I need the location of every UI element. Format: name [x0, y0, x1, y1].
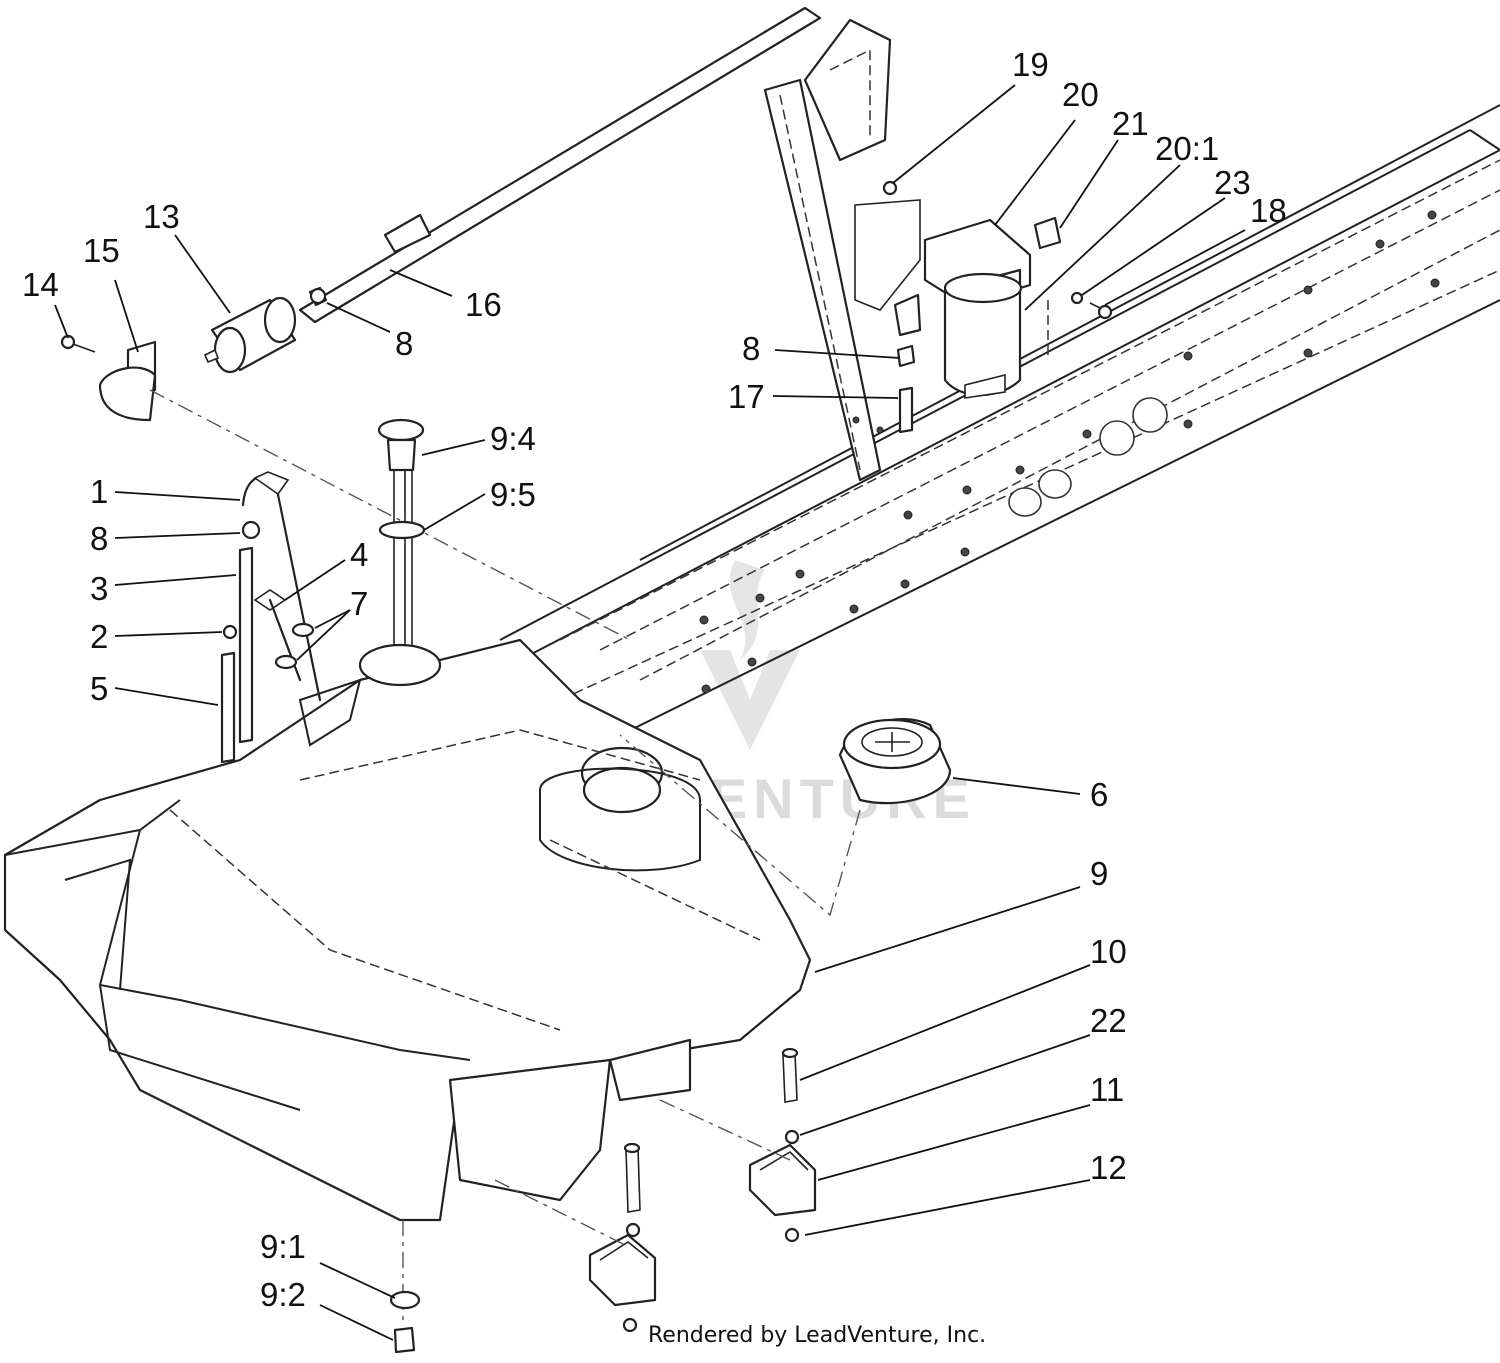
- clamp-8b: [241, 520, 261, 540]
- callout-7: 7: [350, 585, 368, 622]
- callout-21: 21: [1112, 105, 1149, 142]
- upright-bracket: [763, 18, 921, 482]
- callout-labels: 14 15 13 16 8 19 20 21 20:1 23 18 8 17 9…: [22, 46, 1287, 1313]
- callout-9-2: 9:2: [260, 1276, 306, 1313]
- fuel-filter-assembly: [882, 180, 1113, 434]
- callout-20: 20: [1062, 76, 1099, 113]
- grommet-7b: [274, 654, 298, 670]
- callout-9: 9: [1090, 855, 1108, 892]
- connector: [383, 213, 432, 254]
- grommet-7a: [291, 622, 315, 638]
- hose-3: [238, 546, 254, 744]
- callout-9-5: 9:5: [490, 476, 536, 513]
- seal-9-5: [378, 520, 426, 540]
- hose-5: [220, 651, 236, 764]
- callout-20-1: 20:1: [1155, 130, 1219, 167]
- nut-19: [882, 180, 898, 196]
- drain-parts: [389, 1220, 421, 1354]
- callout-8-filter: 8: [742, 330, 760, 367]
- leader-lines: [54, 84, 1246, 1341]
- washer-22: [784, 1129, 800, 1145]
- tank-lines: [220, 471, 322, 764]
- callout-22: 22: [1090, 1002, 1127, 1039]
- clamp-2: [222, 624, 238, 640]
- fuel-pump-assembly: [60, 6, 822, 641]
- callout-10: 10: [1090, 933, 1127, 970]
- sender-port: [358, 643, 442, 687]
- clamp-9-1: [389, 1290, 421, 1310]
- fuel-tank: [3, 638, 812, 1222]
- callout-6: 6: [1090, 776, 1108, 813]
- callout-18: 18: [1250, 192, 1287, 229]
- washer-23: [1070, 291, 1084, 305]
- callout-2: 2: [90, 618, 108, 655]
- callout-5: 5: [90, 670, 108, 707]
- mount-left: [494, 1142, 657, 1333]
- callout-8-tank: 8: [90, 520, 108, 557]
- fuel-sender: [377, 418, 426, 680]
- grommet-9-4: [377, 418, 425, 442]
- callout-13: 13: [143, 198, 180, 235]
- callout-11: 11: [1090, 1071, 1124, 1108]
- mount-right: [659, 1047, 817, 1243]
- callout-19: 19: [1012, 46, 1049, 83]
- bolt-10: [782, 1052, 798, 1103]
- render-credit: Rendered by LeadVenture, Inc.: [648, 1323, 987, 1348]
- callout-9-4: 9:4: [490, 420, 536, 457]
- clamp-8: [896, 344, 916, 368]
- callout-4: 4: [350, 536, 368, 573]
- callout-9-1: 9:1: [260, 1228, 306, 1265]
- callout-23: 23: [1214, 164, 1251, 201]
- callout-15: 15: [83, 232, 120, 269]
- hose-clamp-8: [309, 287, 327, 305]
- tank-bottom: [448, 1058, 612, 1202]
- fuel-cap: [619, 718, 952, 917]
- nut-12: [784, 1227, 800, 1243]
- callout-1: 1: [90, 473, 108, 510]
- callout-3: 3: [90, 570, 108, 607]
- hose-17: [898, 386, 914, 434]
- drain-9-2: [393, 1326, 416, 1354]
- fitting-elbow: [893, 293, 922, 337]
- callout-16: 16: [465, 286, 502, 323]
- fitting-21: [1033, 216, 1062, 250]
- frame-rail: [499, 104, 1500, 761]
- callout-8-pump: 8: [395, 325, 413, 362]
- mount-11: [748, 1143, 817, 1217]
- callout-17: 17: [728, 378, 765, 415]
- callout-14: 14: [22, 266, 59, 303]
- fuel-line-16: [298, 6, 822, 324]
- callout-12: 12: [1090, 1149, 1127, 1186]
